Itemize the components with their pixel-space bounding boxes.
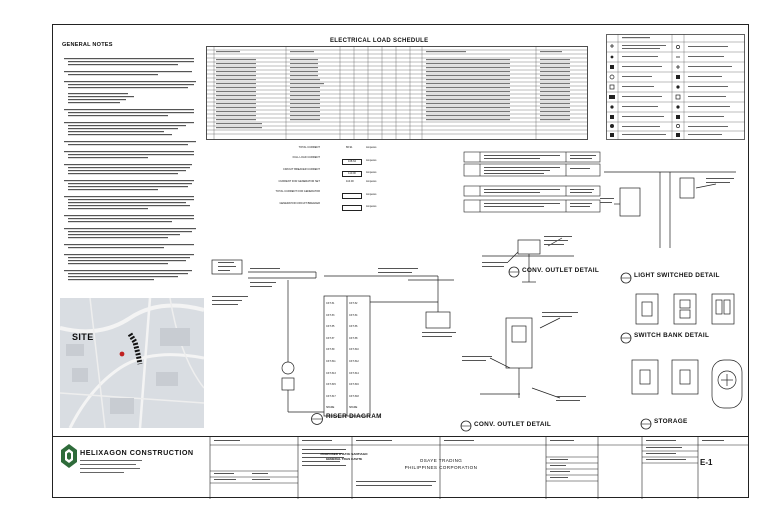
calc-label-total-generator: TOTAL CURRENT FOR GENERATOR bbox=[275, 190, 320, 193]
circuit-label: CKT #7 bbox=[326, 336, 335, 340]
calc-value-circuit-breaker: 110.00 bbox=[342, 171, 362, 177]
calc-label-circuit-breaker: CIRCUIT BREAKER CURRENT bbox=[283, 168, 320, 171]
storage-detail-title: STORAGE bbox=[654, 418, 688, 425]
storage-detail-drawing bbox=[628, 356, 746, 416]
load-calculations: TOTAL CURRENT 86.91 Amperes FULL LOAD CU… bbox=[230, 146, 430, 226]
circuit-label: CKT #18 bbox=[349, 394, 359, 398]
riser-title-marker-icon bbox=[311, 413, 323, 425]
owner-name-line-2: PHILIPPINES CORPORATION bbox=[404, 465, 478, 470]
circuit-label: CKT #14 bbox=[349, 371, 359, 375]
owner-name-line-1: OSAYE TRADING bbox=[419, 458, 463, 463]
calc-label-generator-breaker: GENERATOR CIRCUIT BREAKER bbox=[279, 202, 321, 205]
company-name: HELIXAGON CONSTRUCTION bbox=[80, 448, 194, 457]
switch-bank-plates bbox=[635, 293, 735, 325]
load-schedule-title: ELECTRICAL LOAD SCHEDULE bbox=[330, 38, 429, 44]
light-switched-detail-lines bbox=[600, 171, 736, 248]
conv-outlet-2-marker-icon bbox=[460, 420, 472, 432]
circuit-label: CKT #3 bbox=[326, 313, 335, 317]
title-block-grid bbox=[209, 437, 749, 499]
calc-value-full-load: 108.64 bbox=[342, 159, 362, 165]
circuit-label: CKT #2 bbox=[349, 302, 358, 305]
circuit-label: CKT #15 bbox=[326, 383, 336, 387]
calc-unit-generator-set: Amperes bbox=[366, 180, 377, 183]
sheet-number: E-1 bbox=[700, 458, 713, 467]
switch-bank-detail-drawing bbox=[632, 290, 742, 330]
site-label: SITE bbox=[72, 332, 94, 342]
calc-value-generator-set: 110.00 bbox=[346, 180, 354, 183]
circuit-label: SPARE bbox=[349, 406, 358, 410]
circuit-column-left: CKT #1 CKT #3 CKT #5 CKT #7 CKT #9 CKT #… bbox=[326, 298, 346, 414]
site-location-map bbox=[60, 298, 204, 428]
calc-value-generator-breaker bbox=[342, 205, 362, 211]
light-switched-detail-title: LIGHT SWITCHED DETAIL bbox=[634, 272, 720, 279]
project-title-line-1: PROPOSED O'BAYE SANTIAGO bbox=[320, 452, 368, 456]
storage-marker-icon bbox=[640, 418, 652, 430]
notes-text-lines bbox=[64, 58, 196, 281]
circuit-label: CKT #4 bbox=[349, 313, 358, 317]
panelboard-circuits: CKT #1 CKT #3 CKT #5 CKT #7 CKT #9 CKT #… bbox=[326, 298, 368, 414]
light-switched-marker-icon bbox=[620, 272, 632, 284]
general-notes-title: GENERAL NOTES bbox=[62, 42, 113, 48]
calc-value-total-current: 86.91 bbox=[346, 146, 353, 149]
conv-outlet-detail-2-lines bbox=[462, 312, 586, 401]
legend-grid bbox=[606, 34, 745, 140]
electrical-legend bbox=[606, 34, 745, 140]
storage-plates bbox=[631, 359, 743, 409]
circuit-label: CKT #5 bbox=[326, 325, 335, 329]
circuit-label: CKT #16 bbox=[349, 383, 359, 387]
company-contact-lines bbox=[80, 460, 142, 473]
general-notes-body bbox=[60, 54, 206, 294]
switch-bank-detail-title: SWITCH BANK DETAIL bbox=[634, 332, 710, 339]
calc-unit-circuit-breaker: Amperes bbox=[366, 171, 377, 174]
riser-diagram: CKT #1 CKT #3 CKT #5 CKT #7 CKT #9 CKT #… bbox=[208, 232, 478, 432]
circuit-label: CKT #9 bbox=[326, 348, 335, 352]
riser-diagram-title: RISER DIAGRAM bbox=[326, 413, 382, 420]
load-schedule-grid bbox=[206, 46, 588, 140]
circuit-label: SPARE bbox=[326, 406, 335, 410]
circuit-label: CKT #10 bbox=[349, 348, 359, 352]
map-roads bbox=[60, 298, 204, 428]
circuit-label: CKT #1 bbox=[326, 302, 335, 305]
conv-outlet-detail-1-lines bbox=[482, 236, 574, 283]
circuit-column-right: CKT #2 CKT #4 CKT #6 CKT #8 CKT #10 CKT … bbox=[349, 298, 369, 414]
circuit-label: CKT #17 bbox=[326, 394, 336, 398]
circuit-label: CKT #8 bbox=[349, 336, 358, 340]
conv-outlet-detail-2-title: CONV. OUTLET DETAIL bbox=[474, 421, 552, 428]
calc-label-generator-set: CURRENT FOR GENERATOR SET bbox=[278, 180, 320, 183]
calc-value-total-generator bbox=[342, 193, 362, 199]
wire-spec-box-lines bbox=[463, 151, 601, 213]
calc-unit-full-load: Amperes bbox=[366, 159, 377, 162]
load-schedule-table bbox=[206, 46, 588, 140]
switch-bank-marker-icon bbox=[620, 332, 632, 344]
calc-label-total-current: TOTAL CURRENT bbox=[298, 146, 320, 149]
riser-diagram-lines bbox=[211, 259, 456, 417]
circuit-label: CKT #6 bbox=[349, 325, 358, 329]
light-switched-detail-drawing bbox=[600, 148, 740, 258]
conv-outlet-1-marker-icon bbox=[508, 266, 520, 278]
wire-spec-boxes bbox=[462, 150, 602, 216]
calc-unit-total-current: Amperes bbox=[366, 146, 377, 149]
circuit-label: CKT #12 bbox=[349, 359, 359, 363]
circuit-label: CKT #13 bbox=[326, 371, 336, 375]
circuit-label: CKT #11 bbox=[326, 359, 336, 363]
title-block bbox=[52, 436, 749, 499]
project-title-line-2: GENERAL TRAS CAVITE bbox=[325, 457, 363, 461]
calc-unit-generator-breaker: Amperes bbox=[366, 205, 377, 208]
conv-outlet-detail-2-drawing bbox=[460, 298, 590, 418]
conv-outlet-detail-1-drawing bbox=[478, 232, 578, 298]
calc-unit-total-generator: Amperes bbox=[366, 193, 377, 196]
drawing-sheet-border bbox=[52, 24, 749, 498]
conv-outlet-detail-1-title: CONV. OUTLET DETAIL bbox=[522, 267, 600, 274]
calc-label-full-load: FULL LOAD CURRENT bbox=[292, 156, 320, 159]
company-logo-icon bbox=[61, 444, 77, 468]
